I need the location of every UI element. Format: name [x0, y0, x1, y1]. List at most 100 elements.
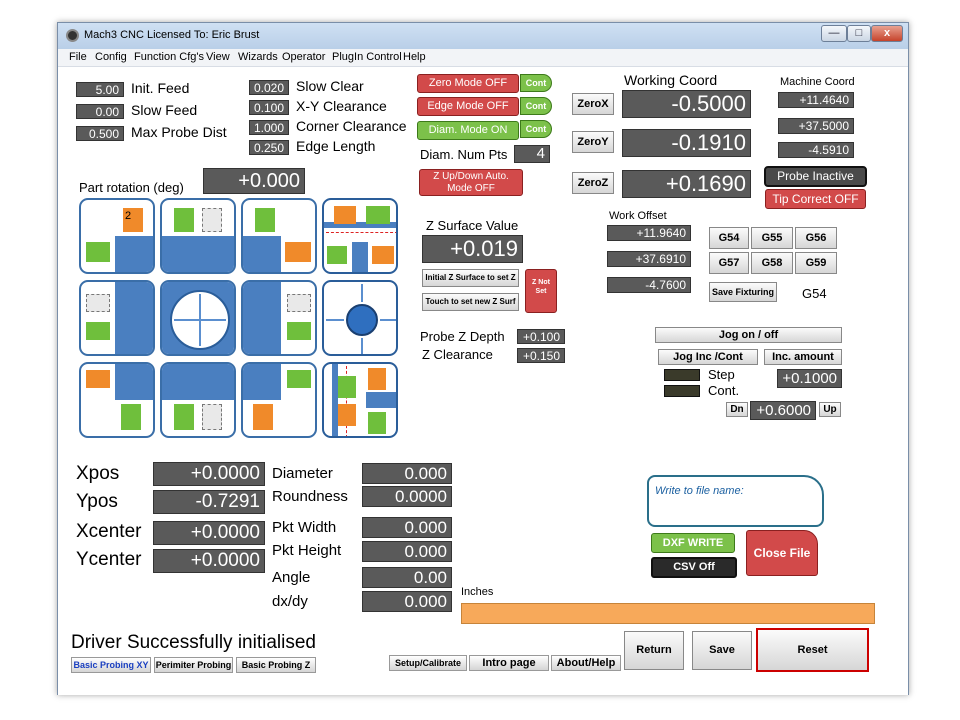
zero-mode-button[interactable]: Zero Mode OFF	[417, 74, 519, 93]
probe-edge-top[interactable]	[160, 198, 236, 274]
slow-clear-value[interactable]: 0.020	[249, 80, 289, 95]
menu-help[interactable]: Help	[403, 51, 426, 63]
tab-basic-probing-z[interactable]: Basic Probing Z	[236, 657, 316, 673]
close-file-button[interactable]: Close File	[746, 530, 818, 576]
probe-edge-bottom[interactable]	[160, 362, 236, 438]
tab-basic-probing-xy[interactable]: Basic Probing XY	[71, 657, 151, 673]
corner-clearance-value[interactable]: 1.000	[249, 120, 289, 135]
g59-button[interactable]: G59	[795, 252, 837, 274]
close-window-button[interactable]: x	[871, 25, 903, 42]
machine-coord-title: Machine Coord	[780, 76, 855, 88]
z-updown-auto-mode-button[interactable]: Z Up/Down Auto. Mode OFF	[419, 169, 523, 196]
menu-file[interactable]: File	[69, 51, 87, 63]
probe-corner-top-right[interactable]	[241, 198, 317, 274]
edge-mode-button[interactable]: Edge Mode OFF	[417, 97, 519, 116]
tip-correct-button[interactable]: Tip Correct OFF	[765, 189, 866, 209]
machine-x-value: +11.4640	[778, 92, 854, 108]
minimize-button[interactable]: —	[821, 25, 847, 42]
g58-button[interactable]: G58	[751, 252, 793, 274]
working-z-value[interactable]: +0.1690	[622, 170, 751, 198]
arrow-down-icon	[338, 404, 356, 426]
return-button[interactable]: Return	[624, 631, 684, 670]
intro-page-button[interactable]: Intro page	[469, 655, 549, 671]
working-y-value[interactable]: -0.1910	[622, 129, 751, 157]
save-button[interactable]: Save	[692, 631, 752, 670]
probe-corner-top-left[interactable]	[79, 198, 155, 274]
working-x-value[interactable]: -0.5000	[622, 90, 751, 118]
jog-up-button[interactable]: Up	[819, 402, 841, 417]
maximize-button[interactable]: □	[847, 25, 871, 42]
zero-y-button[interactable]: ZeroY	[572, 131, 614, 153]
g55-button[interactable]: G55	[751, 227, 793, 249]
probe-z-depth-value[interactable]: +0.100	[517, 329, 565, 344]
arrow-down-icon	[174, 208, 194, 232]
menu-config[interactable]: Config	[95, 51, 127, 63]
initial-z-surface-button[interactable]: Initial Z Surface to set Z	[422, 269, 519, 287]
inc-amount-button[interactable]: Inc. amount	[764, 349, 842, 365]
zero-x-button[interactable]: ZeroX	[572, 93, 614, 115]
menu-view[interactable]: View	[206, 51, 230, 63]
arrow-down-icon	[368, 368, 386, 390]
part-rotation-label: Part rotation (deg)	[79, 180, 184, 195]
step-label: Step	[708, 367, 735, 382]
jog-down-button[interactable]: Dn	[726, 402, 748, 417]
diam-mode-cont-toggle[interactable]: Cont	[520, 120, 552, 138]
g56-button[interactable]: G56	[795, 227, 837, 249]
jog-inc-cont-button[interactable]: Jog Inc /Cont	[658, 349, 758, 365]
menu-plugin-control[interactable]: PlugIn Control	[332, 51, 402, 63]
probe-bore-diameter[interactable]	[322, 280, 398, 356]
slow-feed-value[interactable]: 0.00	[76, 104, 124, 119]
tab-perimiter-probing[interactable]: Perimiter Probing	[154, 657, 233, 673]
inc-amount-value[interactable]: +0.1000	[777, 369, 842, 388]
g54-button[interactable]: G54	[709, 227, 749, 249]
probe-slot-side[interactable]	[322, 362, 398, 438]
menu-operator[interactable]: Operator	[282, 51, 326, 63]
probe-edge-left[interactable]	[79, 280, 155, 356]
ycenter-label: Ycenter	[76, 549, 142, 570]
part-rotation-value[interactable]: +0.000	[203, 168, 305, 194]
diam-num-pts-value[interactable]: 4	[514, 145, 550, 163]
arrow-left-icon	[287, 322, 311, 340]
about-help-button[interactable]: About/Help	[551, 655, 621, 671]
mach3-window: Mach3 CNC Licensed To: Eric Brust — □ x …	[57, 22, 909, 695]
edge-length-value[interactable]: 0.250	[249, 140, 289, 155]
diam-mode-button[interactable]: Diam. Mode ON	[417, 121, 519, 140]
menu-wizards[interactable]: Wizards	[238, 51, 278, 63]
jog-on-off-button[interactable]: Jog on / off	[655, 327, 842, 343]
work-offset-z-value: -4.7600	[607, 277, 691, 293]
probe-corner-bottom-right[interactable]	[241, 362, 317, 438]
z-not-set-indicator: Z Not Set	[525, 269, 557, 313]
dxf-write-button[interactable]: DXF WRITE	[651, 533, 735, 553]
csv-toggle-button[interactable]: CSV Off	[651, 557, 737, 578]
file-name-input[interactable]: Write to file name:	[647, 475, 824, 527]
arrow-up-icon	[338, 376, 356, 398]
menu-function-cfgs[interactable]: Function Cfg's	[134, 51, 204, 63]
part-block	[162, 364, 234, 400]
zero-z-button[interactable]: ZeroZ	[572, 172, 614, 194]
diameter-value: 0.000	[362, 463, 452, 484]
probe-slot-top[interactable]	[322, 198, 398, 274]
setup-calibrate-button[interactable]: Setup/Calibrate	[389, 655, 467, 671]
z-clearance-value[interactable]: +0.150	[517, 348, 565, 363]
probe-edge-right[interactable]	[241, 280, 317, 356]
jog-z-value[interactable]: +0.6000	[750, 401, 816, 420]
g57-button[interactable]: G57	[709, 252, 749, 274]
z-surface-value[interactable]: +0.019	[422, 235, 523, 263]
inward-arrow-icon	[361, 284, 363, 302]
init-feed-value[interactable]: 5.00	[76, 82, 124, 97]
title-bar: Mach3 CNC Licensed To: Eric Brust — □ x	[58, 23, 908, 49]
probe-corner-bottom-left[interactable]	[79, 362, 155, 438]
probe-boss-diameter[interactable]	[160, 280, 236, 356]
reset-button[interactable]: Reset	[756, 628, 869, 672]
edge-mode-cont-toggle[interactable]: Cont	[520, 97, 552, 115]
touch-new-z-surf-button[interactable]: Touch to set new Z Surf	[422, 293, 519, 311]
zero-mode-cont-toggle[interactable]: Cont	[520, 74, 552, 92]
inward-arrow-icon	[361, 338, 363, 354]
diam-num-pts-label: Diam. Num Pts	[420, 147, 508, 162]
cont-label: Cont.	[708, 383, 740, 398]
units-label: Inches	[461, 586, 494, 598]
ypos-value: -0.7291	[153, 490, 265, 514]
save-fixturing-button[interactable]: Save Fixturing	[709, 282, 777, 302]
max-probe-dist-value[interactable]: 0.500	[76, 126, 124, 141]
xy-clearance-value[interactable]: 0.100	[249, 100, 289, 115]
